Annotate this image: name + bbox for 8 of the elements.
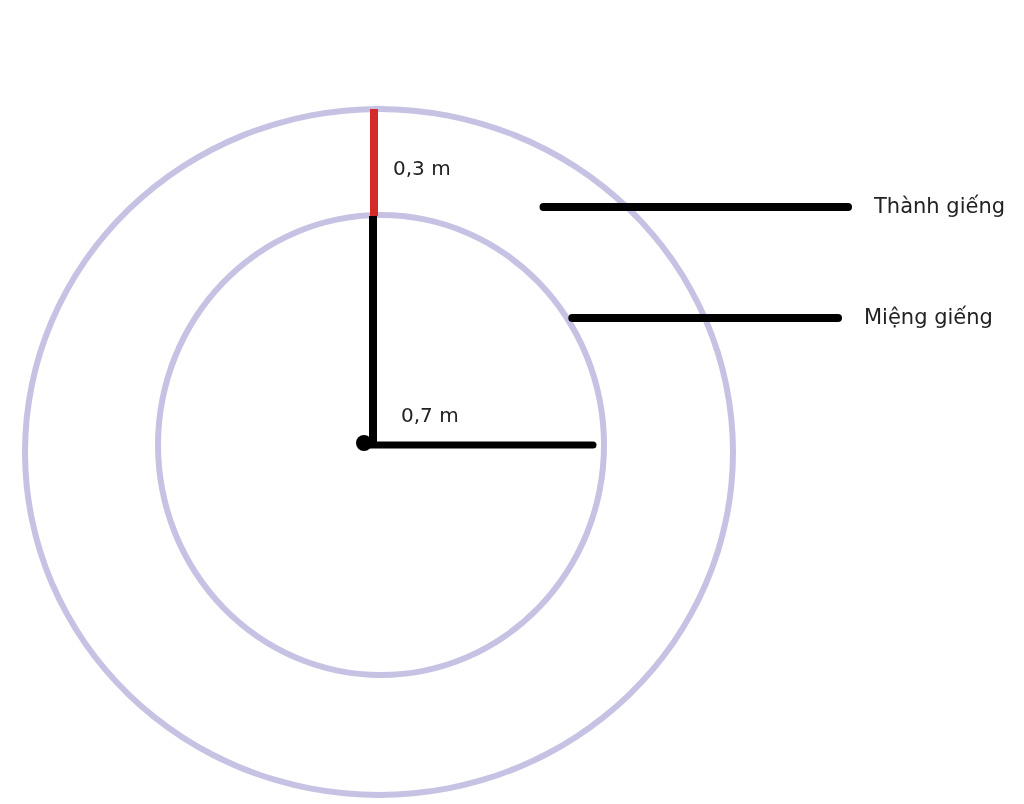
dimension-label: 0,7 m bbox=[401, 403, 459, 427]
part-label: Miệng giếng bbox=[864, 305, 993, 329]
part-label: Thành giếng bbox=[874, 194, 1006, 218]
inner-circle bbox=[155, 212, 607, 678]
leader-line bbox=[568, 314, 842, 322]
dimension-label: 0,3 m bbox=[393, 156, 451, 180]
outer-circle bbox=[22, 106, 736, 798]
leader-line bbox=[539, 203, 852, 211]
